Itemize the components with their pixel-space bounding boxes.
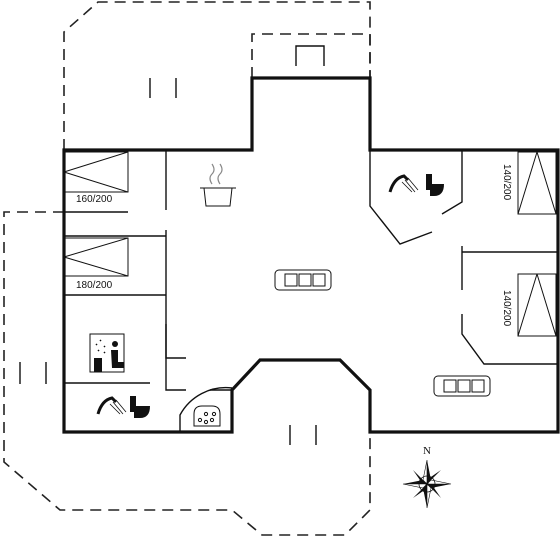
bed-140-upper: 140/200 bbox=[501, 151, 557, 215]
interior-walls bbox=[64, 150, 558, 432]
whirlpool-icon bbox=[193, 405, 221, 427]
compass-icon: N bbox=[402, 445, 452, 509]
toilet-icon bbox=[426, 174, 444, 196]
bed-180: 180/200 bbox=[63, 237, 129, 291]
shower-icon bbox=[96, 396, 127, 415]
sofa-icon bbox=[274, 269, 332, 291]
bed-size-label: 140/200 bbox=[501, 164, 512, 201]
terrace-outlines bbox=[3, 1, 371, 536]
bed-size-label: 160/200 bbox=[76, 194, 113, 205]
bed-size-label: 180/200 bbox=[76, 280, 113, 291]
shower-icon bbox=[388, 174, 419, 193]
sofa-icon bbox=[433, 375, 491, 397]
kitchen-pot-icon bbox=[200, 163, 236, 207]
north-label: N bbox=[423, 445, 431, 457]
exterior-wall bbox=[62, 76, 560, 434]
bed-160: 160/200 bbox=[63, 151, 129, 205]
sauna-icon bbox=[89, 333, 125, 373]
bed-140-lower: 140/200 bbox=[501, 273, 557, 337]
terrace-markers bbox=[19, 45, 325, 445]
toilet-icon bbox=[130, 396, 150, 418]
bed-size-label: 140/200 bbox=[501, 290, 512, 327]
